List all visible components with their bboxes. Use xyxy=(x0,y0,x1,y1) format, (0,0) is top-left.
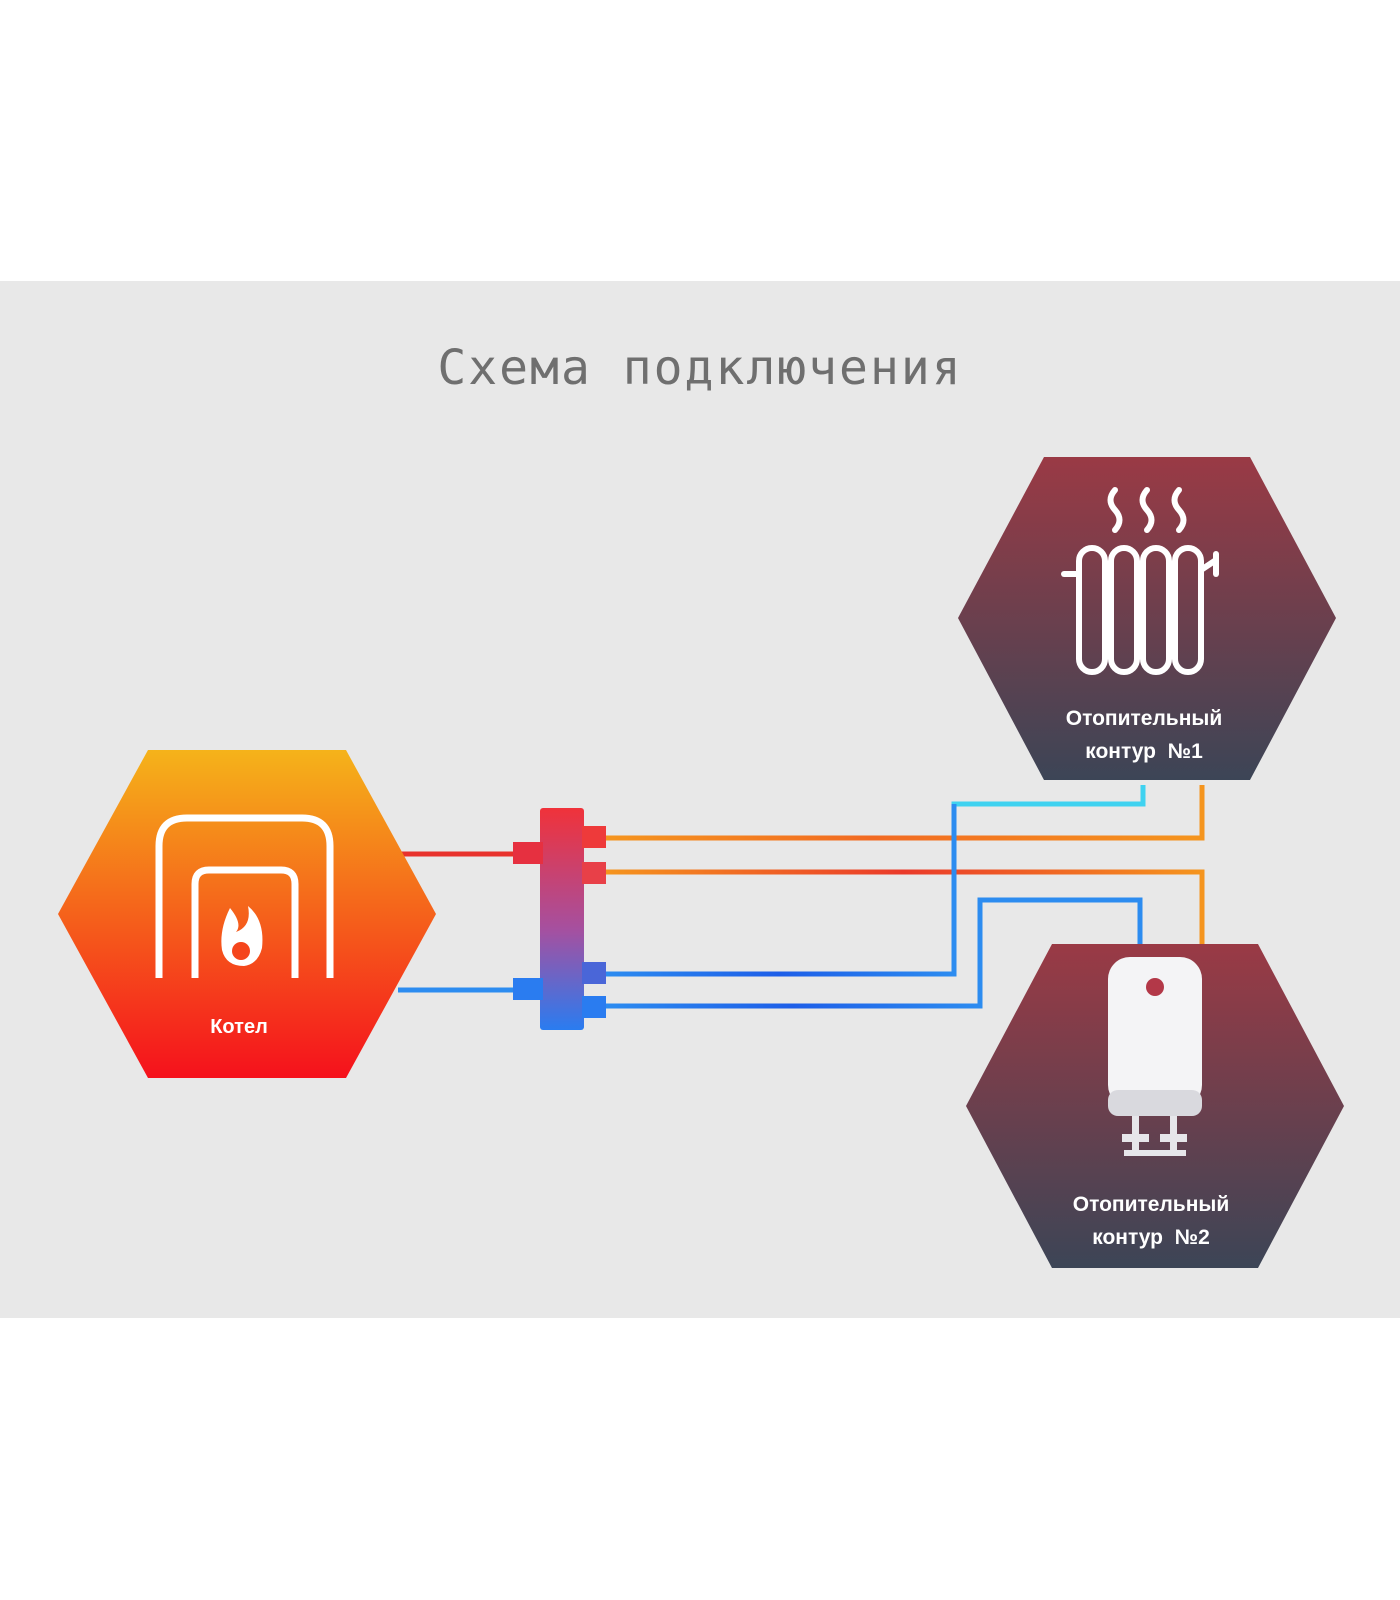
pipes xyxy=(398,785,1205,1009)
circuit2-label-line1: Отопительный xyxy=(1073,1193,1230,1216)
circuit2-label-line2: контур №2 xyxy=(1092,1226,1210,1249)
hydraulic-collector xyxy=(513,808,606,1030)
water-heater-icon xyxy=(1108,957,1202,1156)
boiler-label: Котел xyxy=(210,1016,268,1038)
boiler-node: Котел xyxy=(58,750,436,1078)
circuit1-node: Отопительный контур №1 xyxy=(958,457,1336,780)
diagram-title: Схема подключения xyxy=(437,340,963,396)
boiler-flame-icon xyxy=(155,814,334,978)
circuit1-label-line2: контур №1 xyxy=(1085,740,1203,763)
circuit2-node: Отопительный контур №2 xyxy=(966,944,1344,1268)
circuit1-label-line1: Отопительный xyxy=(1066,707,1223,730)
circuit2-supply-pipe xyxy=(605,869,1205,945)
circuit1-supply-pipe xyxy=(605,785,1205,841)
radiator-icon xyxy=(1061,487,1219,675)
